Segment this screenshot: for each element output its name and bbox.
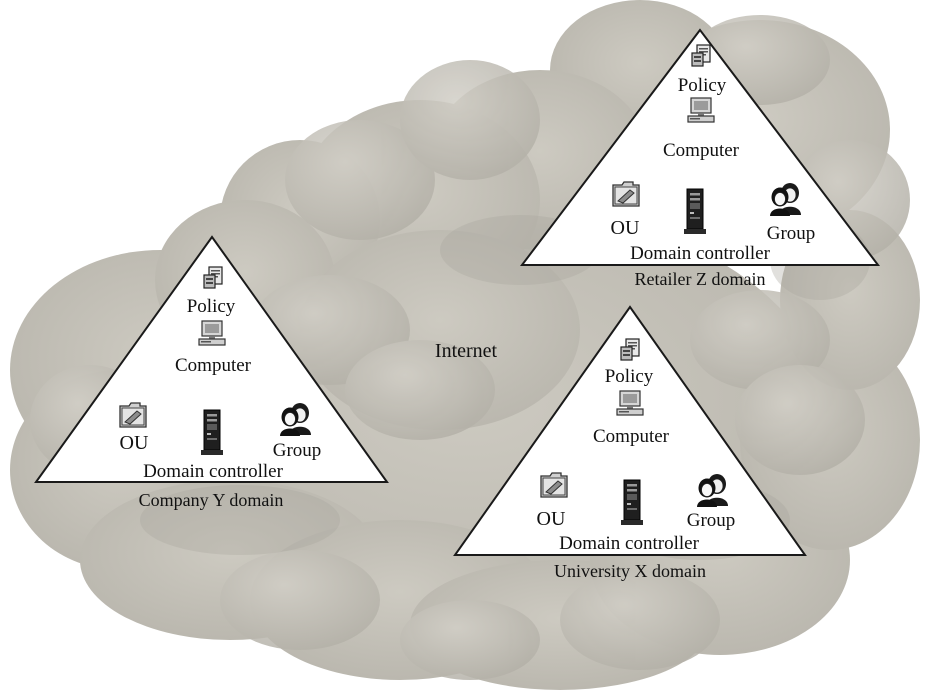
domain-name: Company Y domain: [139, 490, 284, 510]
domain-company-y: Policy Computer OU Group Domain controll…: [34, 235, 389, 510]
server-tower-icon: [683, 188, 707, 235]
server-tower-icon: [200, 409, 224, 456]
internet-label: Internet: [435, 340, 498, 362]
group-label: Group: [273, 440, 322, 461]
domain-triangle: [519, 28, 881, 266]
domain-name: University X domain: [554, 561, 706, 581]
ou-label: OU: [537, 508, 566, 530]
policy-label: Policy: [678, 75, 727, 96]
computer-icon: [616, 390, 644, 416]
computer-label: Computer: [175, 355, 252, 376]
domain-controller-label: Domain controller: [559, 533, 699, 554]
group-label: Group: [767, 223, 816, 244]
policy-label: Policy: [187, 296, 236, 317]
domain-university-x: Policy Computer OU Group Domain controll…: [453, 305, 807, 581]
server-tower-icon: [620, 479, 644, 526]
ou-folder-icon: [612, 181, 640, 207]
group-label: Group: [687, 510, 736, 531]
policy-label: Policy: [605, 366, 654, 387]
ou-folder-icon: [540, 472, 568, 498]
computer-icon: [687, 97, 715, 123]
computer-label: Computer: [663, 140, 740, 161]
domain-controller-label: Domain controller: [630, 243, 770, 264]
domain-name: Retailer Z domain: [635, 269, 766, 289]
ou-label: OU: [120, 432, 149, 454]
computer-label: Computer: [593, 426, 670, 447]
domain-controller-label: Domain controller: [143, 461, 283, 482]
domain-retailer-z: Policy Computer OU Group Domain controll…: [519, 28, 881, 289]
computer-icon: [198, 320, 226, 346]
ou-label: OU: [611, 217, 640, 239]
ou-folder-icon: [119, 402, 147, 428]
